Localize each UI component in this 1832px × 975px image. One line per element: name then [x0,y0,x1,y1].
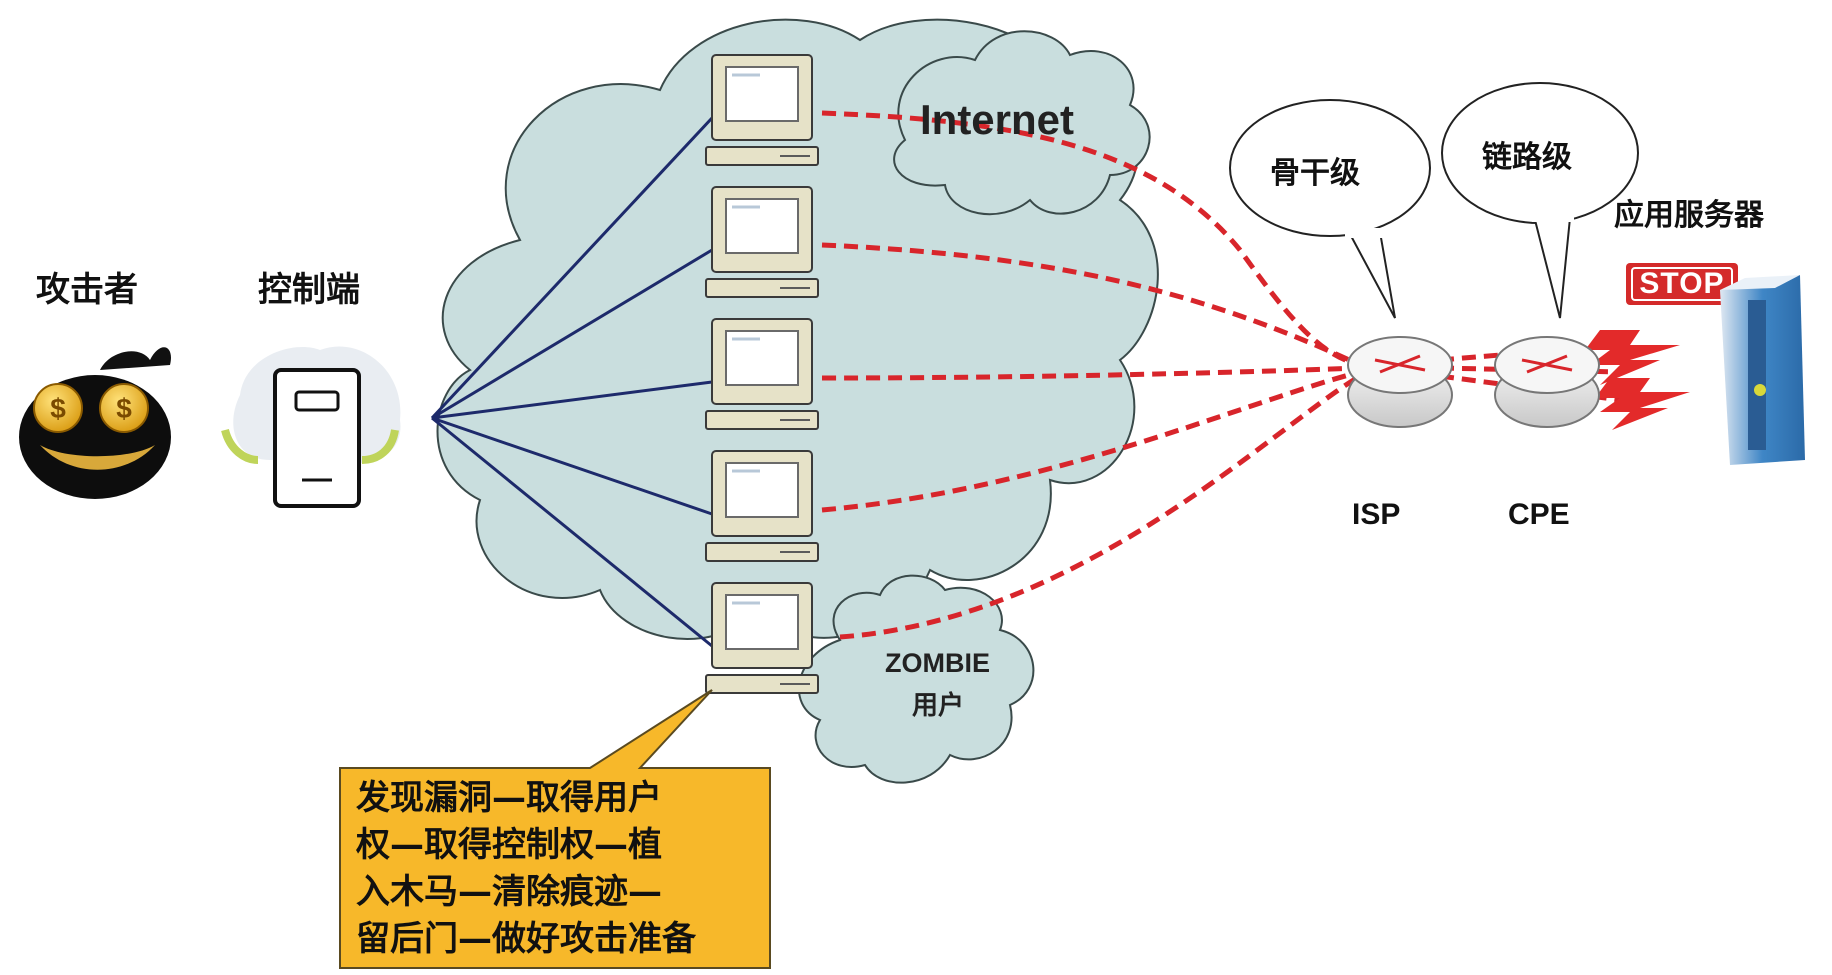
callout-text: 发现漏洞—取得用户权—取得控制权—植入木马—清除痕迹— 留后门—做好攻击准备 [356,775,756,963]
desktop-computer-icon [705,54,819,166]
svg-text:$: $ [116,393,132,424]
cpe-label: CPE [1508,498,1570,531]
attacker-label: 攻击者 [36,270,138,310]
link-label: 链路级 [1482,140,1572,175]
callout-line: 权—取得控制权—植 [356,825,662,865]
backbone-label: 骨干级 [1270,156,1360,191]
zombie-label: ZOMBIE [885,648,990,678]
callout-box [339,689,771,969]
desktop-computer-icon [705,318,819,430]
server-tower-icon [221,346,401,508]
server-rack-icon [1720,275,1805,465]
zombie-sub-label: 用户 [912,690,965,720]
controller-label: 控制端 [258,270,360,310]
desktop-computer-icon [705,582,819,694]
link-bubble [1441,82,1639,319]
isp-router-icon [1347,336,1453,428]
callout-line: 入木马—清除痕迹— [356,872,662,912]
stop-sign [1626,263,1738,305]
zombie-cloud [797,574,1035,784]
callout-line: 留后门—做好攻击准备 [356,919,696,959]
attack-traffic [821,110,1621,640]
svg-text:$: $ [50,393,66,424]
money-eyes-face-icon: $ $ [19,347,171,499]
desktop-computer-icon [705,186,819,298]
stop-text: STOP [1639,267,1725,300]
zombie-pcs [705,54,819,694]
internet-cloud [893,30,1151,216]
control-lines [430,116,714,648]
backbone-bubble [1229,99,1431,319]
isp-label: ISP [1352,498,1401,531]
cpe-router-icon [1494,336,1600,428]
app-server-label: 应用服务器 [1614,198,1764,233]
internet-label: Internet [920,96,1075,143]
callout-line: 发现漏洞—取得用户 [356,778,662,818]
desktop-computer-icon [705,450,819,562]
attack-bolts [1585,330,1690,430]
